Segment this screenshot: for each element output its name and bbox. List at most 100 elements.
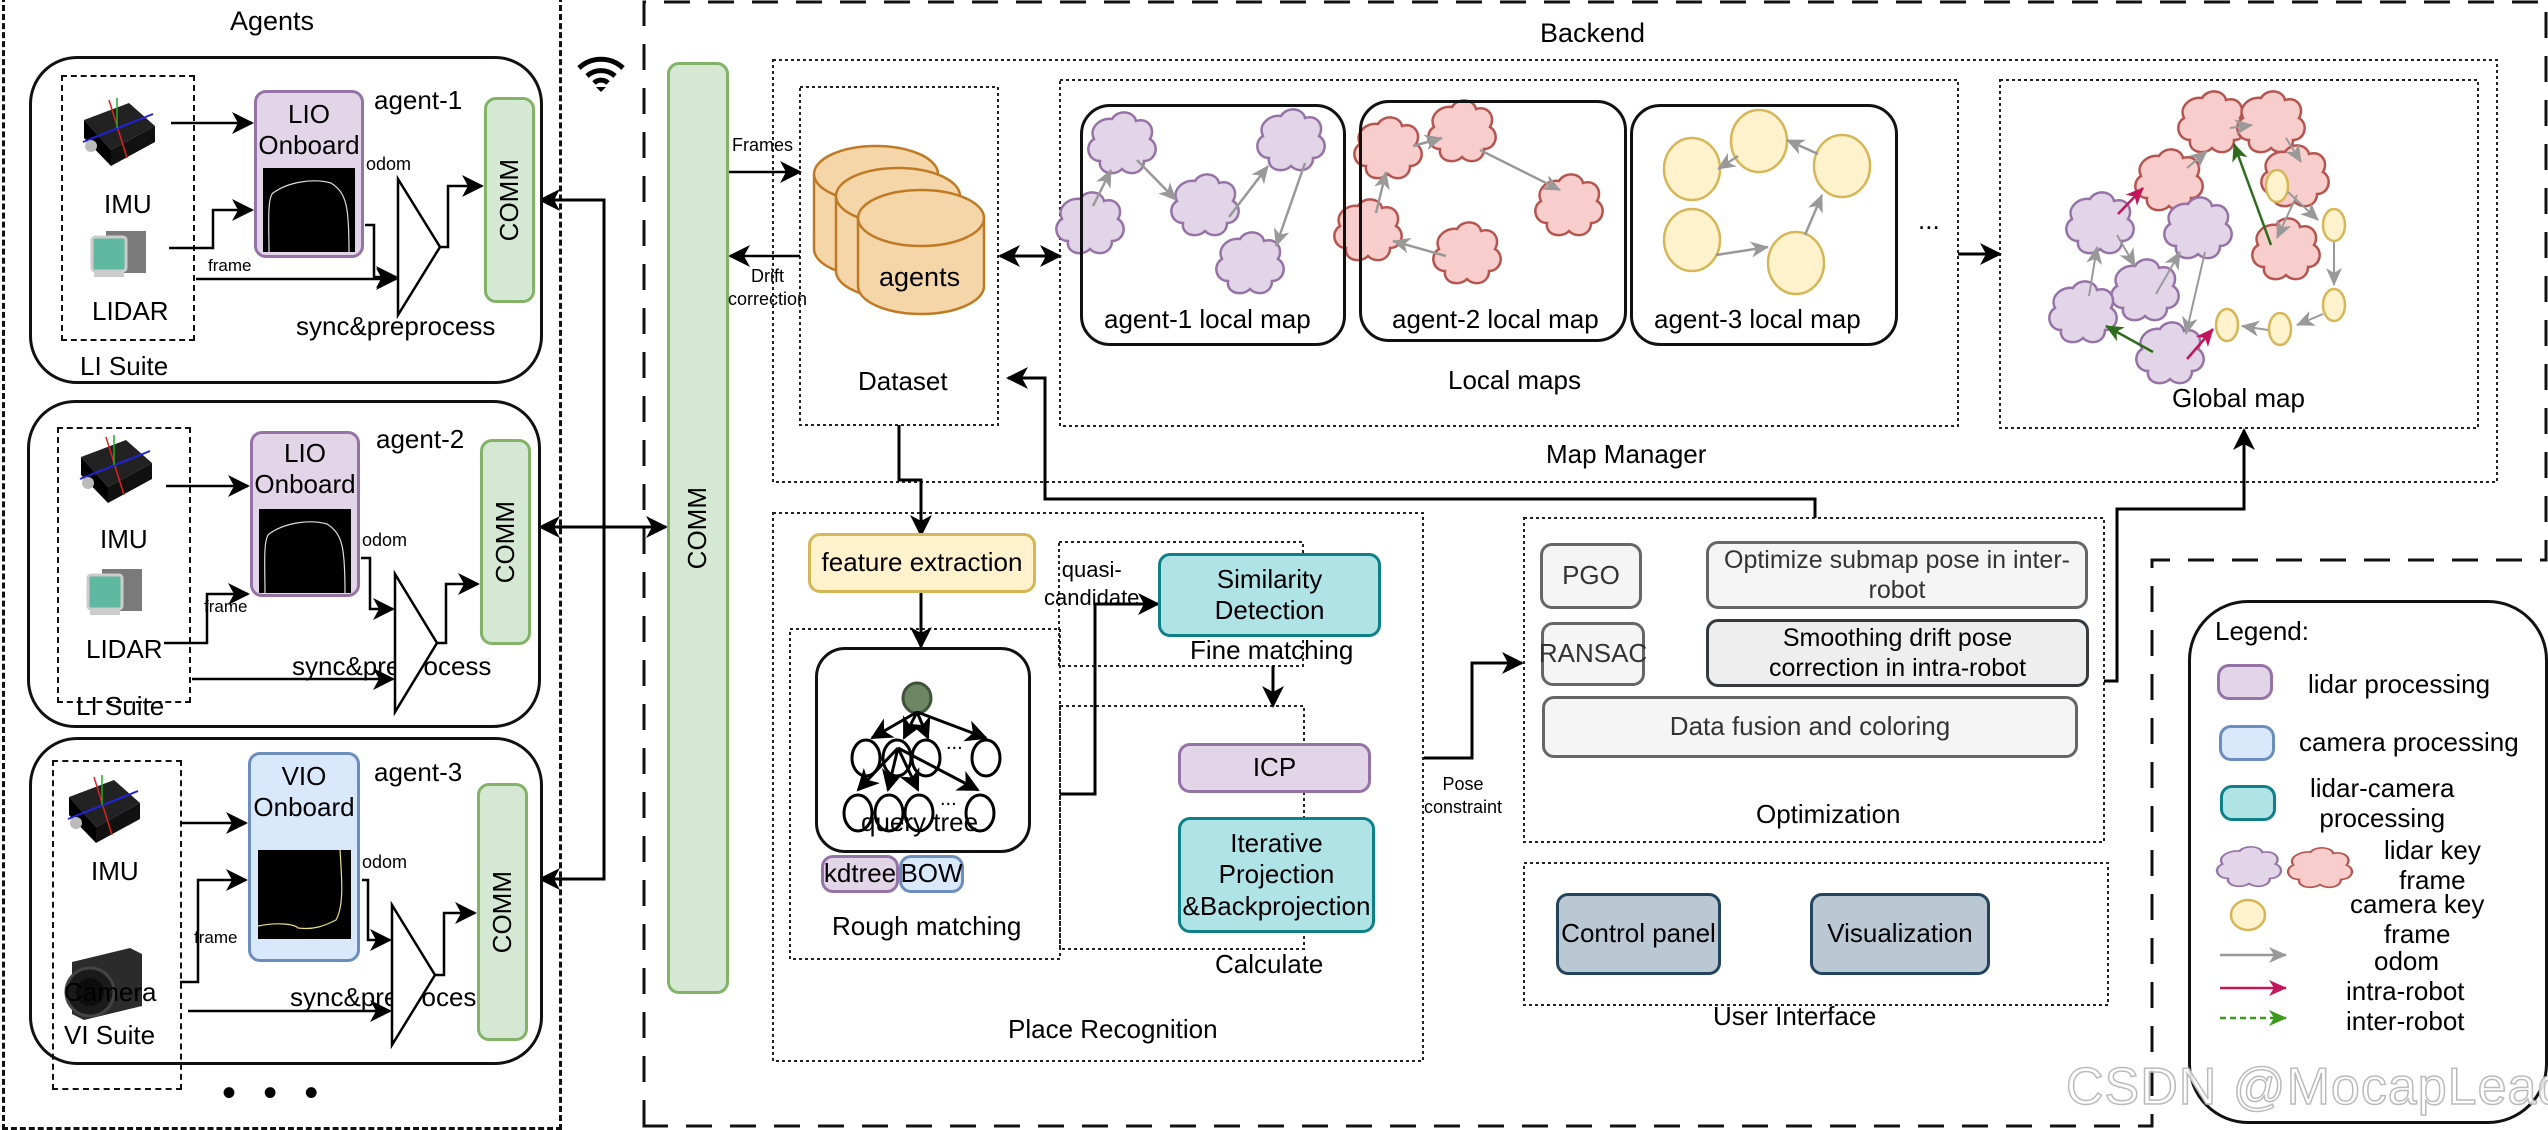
backend-title: Backend [1540,18,1646,48]
local-map-3-graph [1662,108,1872,296]
agent-comm-module[interactable]: COMM [480,439,531,645]
map-manager-frame [772,59,2498,483]
camera-keyframe [2321,287,2347,323]
suite-label: LI Suite [80,351,169,381]
query-tree-graph [842,681,1002,833]
bow-node: BOW [899,855,964,893]
imu-sensor-image [76,435,156,505]
agents-title: Agents [230,6,315,36]
agent-comm-module[interactable]: COMM [477,783,528,1041]
lidar-keyframe [2048,280,2118,344]
lidar-keyframe [2251,217,2321,281]
quasi-candidate-label: quasi-candidate [1044,557,1140,610]
local-map-1-box [1080,104,1346,346]
fine-matching-title: Fine matching [1190,635,1354,665]
legend-swatch-lidar-camera [2220,785,2276,821]
frame-label: frame [204,597,248,616]
camera-sensor-image [60,948,146,1024]
agents-frame [2,0,562,1130]
local-map-2-box [1359,100,1627,342]
camera-keyframe [1766,230,1826,296]
camera-keyframe [2264,168,2290,204]
sensor-label-lidar: LIDAR [86,634,163,664]
agent-comm-module[interactable]: COMM [484,97,535,303]
backend-frame [642,0,2548,1128]
place-recognition-title: Place Recognition [1008,1014,1218,1044]
lidar-keyframe [2065,191,2135,255]
lidar-keyframe [2177,90,2247,154]
local-map-label: agent-3 local map [1654,304,1861,334]
dataset-title: Dataset [858,366,948,396]
odom-label: odom [362,852,408,872]
calculate-title: Calculate [1215,949,1324,979]
legend-label: camera processing [2299,727,2519,757]
lidar-keyframe [2110,258,2180,322]
legend-label: odom [2374,946,2440,976]
camera-keyframe [1812,133,1872,199]
odom-label: odom [362,530,408,550]
camera-keyframe [2321,207,2347,243]
feature-extraction-node: feature extraction [808,533,1036,593]
legend-panel [2188,600,2548,1124]
agent-1-sensor-suite [61,75,195,341]
kdtree-node: kdtree [821,855,899,893]
sensor-label-imu: IMU [91,856,139,886]
more-agents-ellipsis: • • • [222,1071,327,1115]
lidar-sensor-image [86,563,146,618]
legend-label: intra-robot [2346,976,2465,1006]
trajectory-preview [263,168,355,253]
optimize-submap-pose: Optimize submap pose in inter-robot [1706,541,2088,609]
rough-matching-title: Rough matching [832,911,1022,941]
sensor-label-camera: Camera [64,977,157,1007]
legend-label: lidar processing [2308,669,2491,699]
user-interface-frame [1523,862,2109,1006]
query-tree-box [815,647,1031,853]
place-recognition-frame [772,512,1424,1062]
watermark: CSDN @MocapLeader [2065,1057,2548,1117]
map-manager-title: Map Manager [1546,439,1707,469]
imu-sensor-image [64,775,144,845]
suite-label: LI Suite [76,691,165,721]
legend-swatch-camera [2219,725,2275,761]
legend-label: inter-robot [2346,1006,2465,1036]
user-interface-title: User Interface [1713,1001,1877,1031]
calculate-frame [1059,705,1305,950]
camera-keyframe [2267,311,2293,347]
local-maps-title: Local maps [1448,365,1581,395]
trajectory-preview [257,849,351,939]
control-panel-button[interactable]: Control panel [1556,893,1721,975]
sensor-label-lidar: LIDAR [92,296,169,326]
agent-2-sensor-suite [57,427,191,703]
sync-label: sync&preprocess [292,651,492,681]
suite-label: VI Suite [64,1020,156,1050]
sync-label: sync&preprocess [290,982,490,1012]
legend-swatch-lidar [2217,664,2273,700]
visualization-button[interactable]: Visualization [1810,893,1990,975]
lidar-keyframe [2236,90,2306,154]
more-maps-ellipsis: ... [1918,205,1940,235]
lidar-sensor-image [90,225,150,280]
data-fusion-node: Data fusion and coloring [1542,696,2078,758]
camera-keyframe [2214,307,2240,343]
frame-label: frame [208,256,252,275]
tree-ellipsis: ... [946,732,963,754]
sync-label: sync&preprocess [296,311,496,341]
lidar-keyframe [2163,196,2233,260]
global-map-title: Global map [2172,383,2305,413]
frames-label: Frames [732,135,794,155]
backend-comm-bar[interactable]: COMM [667,62,729,994]
database-label: agents [879,262,961,292]
agents-database-icon [812,134,987,316]
ransac-node: RANSAC [1539,622,1647,686]
